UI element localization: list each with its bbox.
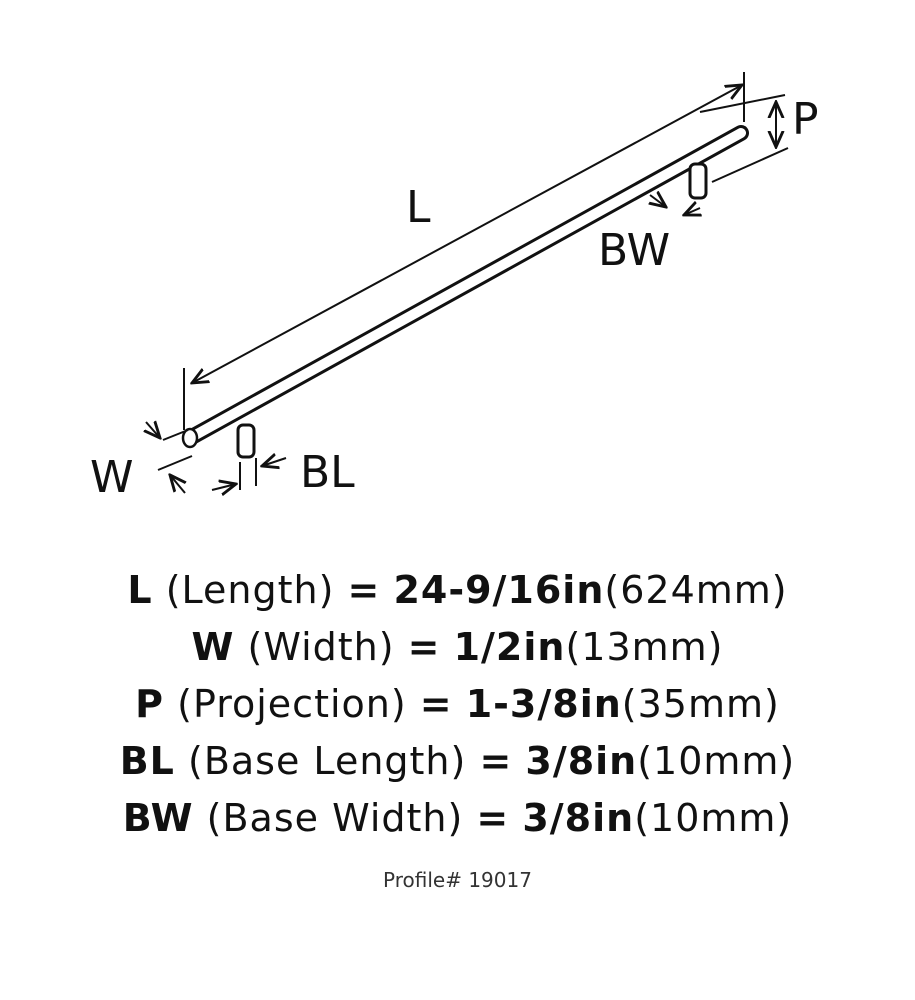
pull-dimension-diagram: L P BW W BL xyxy=(90,72,819,503)
spec-abbr: BL xyxy=(119,739,175,783)
bar-pull xyxy=(181,125,749,449)
right-post xyxy=(688,162,708,200)
spec-name: (Length) xyxy=(165,568,335,612)
spec-name: (Projection) xyxy=(177,682,407,726)
dimension-specs: L (Length) = 24-9/16in(624mm) W (Width) … xyxy=(0,562,915,847)
label-base-width: BW xyxy=(598,225,670,276)
label-length: L xyxy=(406,182,431,233)
spec-imperial: 24-9/16in xyxy=(393,568,605,612)
spec-abbr: W xyxy=(191,625,235,669)
spec-imperial: 3/8in xyxy=(522,796,635,840)
left-post xyxy=(236,423,256,459)
spec-name: (Base Width) xyxy=(206,796,464,840)
spec-metric: (13mm) xyxy=(565,625,724,669)
spec-equals: = xyxy=(347,568,381,612)
spec-name: (Base Length) xyxy=(188,739,467,783)
spec-row-base-length: BL (Base Length) = 3/8in(10mm) xyxy=(0,733,915,790)
base-length-dimension xyxy=(211,458,287,490)
width-dimension xyxy=(146,422,193,494)
spec-metric: (35mm) xyxy=(621,682,780,726)
label-projection: P xyxy=(792,94,819,145)
label-base-length: BL xyxy=(300,447,355,498)
spec-abbr: BW xyxy=(122,796,194,840)
spec-row-projection: P (Projection) = 1-3/8in(35mm) xyxy=(0,676,915,733)
spec-abbr: L xyxy=(127,568,153,612)
spec-imperial: 3/8in xyxy=(525,739,638,783)
spec-metric: (624mm) xyxy=(604,568,788,612)
spec-equals: = xyxy=(476,796,510,840)
length-dimension xyxy=(183,72,744,430)
profile-number: Profile# 19017 xyxy=(383,868,532,892)
spec-imperial: 1-3/8in xyxy=(465,682,622,726)
spec-equals: = xyxy=(407,625,441,669)
spec-equals: = xyxy=(479,739,513,783)
label-width: W xyxy=(90,452,134,503)
base-width-dimension xyxy=(650,195,700,215)
spec-name: (Width) xyxy=(247,625,395,669)
spec-abbr: P xyxy=(135,682,165,726)
spec-imperial: 1/2in xyxy=(453,625,566,669)
projection-dimension xyxy=(699,94,789,183)
spec-row-width: W (Width) = 1/2in(13mm) xyxy=(0,619,915,676)
spec-metric: (10mm) xyxy=(634,796,793,840)
spec-equals: = xyxy=(419,682,453,726)
spec-row-length: L (Length) = 24-9/16in(624mm) xyxy=(0,562,915,619)
spec-row-base-width: BW (Base Width) = 3/8in(10mm) xyxy=(0,790,915,847)
spec-metric: (10mm) xyxy=(637,739,796,783)
